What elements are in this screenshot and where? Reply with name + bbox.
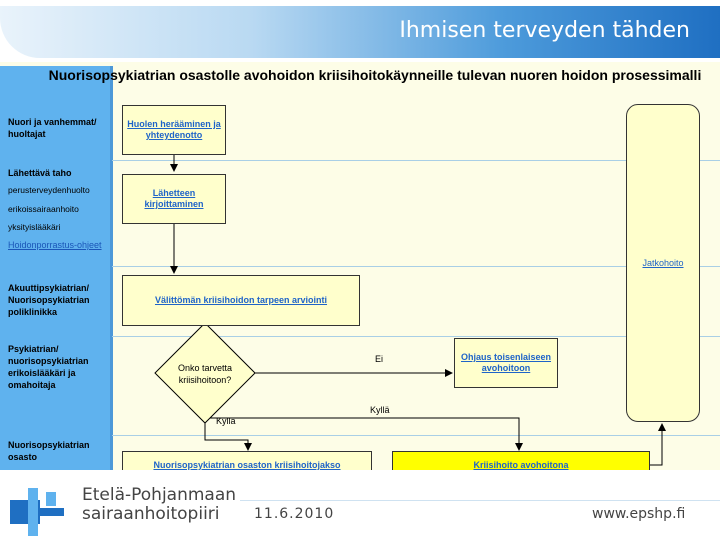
lane-divider xyxy=(112,336,720,337)
page-title: Nuorisopsykiatrian osastolle avohoidon k… xyxy=(48,67,702,83)
organization-name-line1: Etelä-Pohjanmaan xyxy=(82,485,237,505)
lane-divider xyxy=(112,160,720,161)
lane-label-outpatient-clinic: Akuuttipsykiatrian/ Nuorisopsykiatrian p… xyxy=(8,283,90,317)
edge-label-yes: Kyllä xyxy=(216,416,236,426)
lane-label-specialist-and-nurse: Psykiatrian/ nuorisopsykiatrian erikoisl… xyxy=(8,344,89,390)
referrer-item: erikoissairaanhoito xyxy=(8,204,79,214)
step-other-outpatient: Ohjaus toisenlaiseen avohoitoon xyxy=(454,338,558,388)
edge-label-no: Ei xyxy=(375,354,384,364)
referrer-item: yksityislääkäri xyxy=(8,222,61,232)
lane-label-ward: Nuorisopsykiatrian osasto xyxy=(8,440,90,462)
step-concern-contact: Huolen herääminen ja yhteydenotto xyxy=(122,105,226,155)
footer xyxy=(0,470,720,540)
arrow-yes-outpatient xyxy=(210,417,523,451)
lane-label-column xyxy=(0,66,113,470)
step-write-referral: Lähetteen kirjoittaminen xyxy=(122,174,226,224)
header-title: Ihmisen terveyden tähden xyxy=(399,18,690,43)
step-followup-care: Jatkohoito xyxy=(626,104,700,422)
care-guidelines-link[interactable]: Hoidonporrastus-ohjeet xyxy=(8,240,102,250)
footer-divider xyxy=(240,500,720,501)
header: Ihmisen terveyden tähden xyxy=(0,0,720,62)
lane-label-youth-and-parents: Nuori ja vanhemmat/ huoltajat xyxy=(8,117,97,139)
arrow-yes-ward xyxy=(204,423,252,451)
edge-label-yes: Kyllä xyxy=(370,405,390,415)
organization-name: Etelä-Pohjanmaan sairaanhoitopiiri xyxy=(82,486,236,524)
footer-date: 11.6.2010 xyxy=(254,506,335,522)
arrow-to-followup xyxy=(650,423,666,466)
lane-divider xyxy=(112,266,720,267)
organization-name-line2: sairaanhoitopiiri xyxy=(82,504,220,524)
decision-text: Onko tarvetta kriisihoitoon? xyxy=(177,363,233,385)
referrer-item: perusterveydenhuolto xyxy=(8,185,90,195)
lane-divider xyxy=(112,435,720,436)
footer-website-link[interactable]: www.epshp.fi xyxy=(592,506,686,522)
header-band xyxy=(0,6,720,58)
lane-label-referrer: Lähettävä taho xyxy=(8,168,72,178)
hospital-district-logo xyxy=(10,488,64,536)
step-crisis-assessment: Välittömän kriisihoidon tarpeen arvioint… xyxy=(122,275,360,326)
